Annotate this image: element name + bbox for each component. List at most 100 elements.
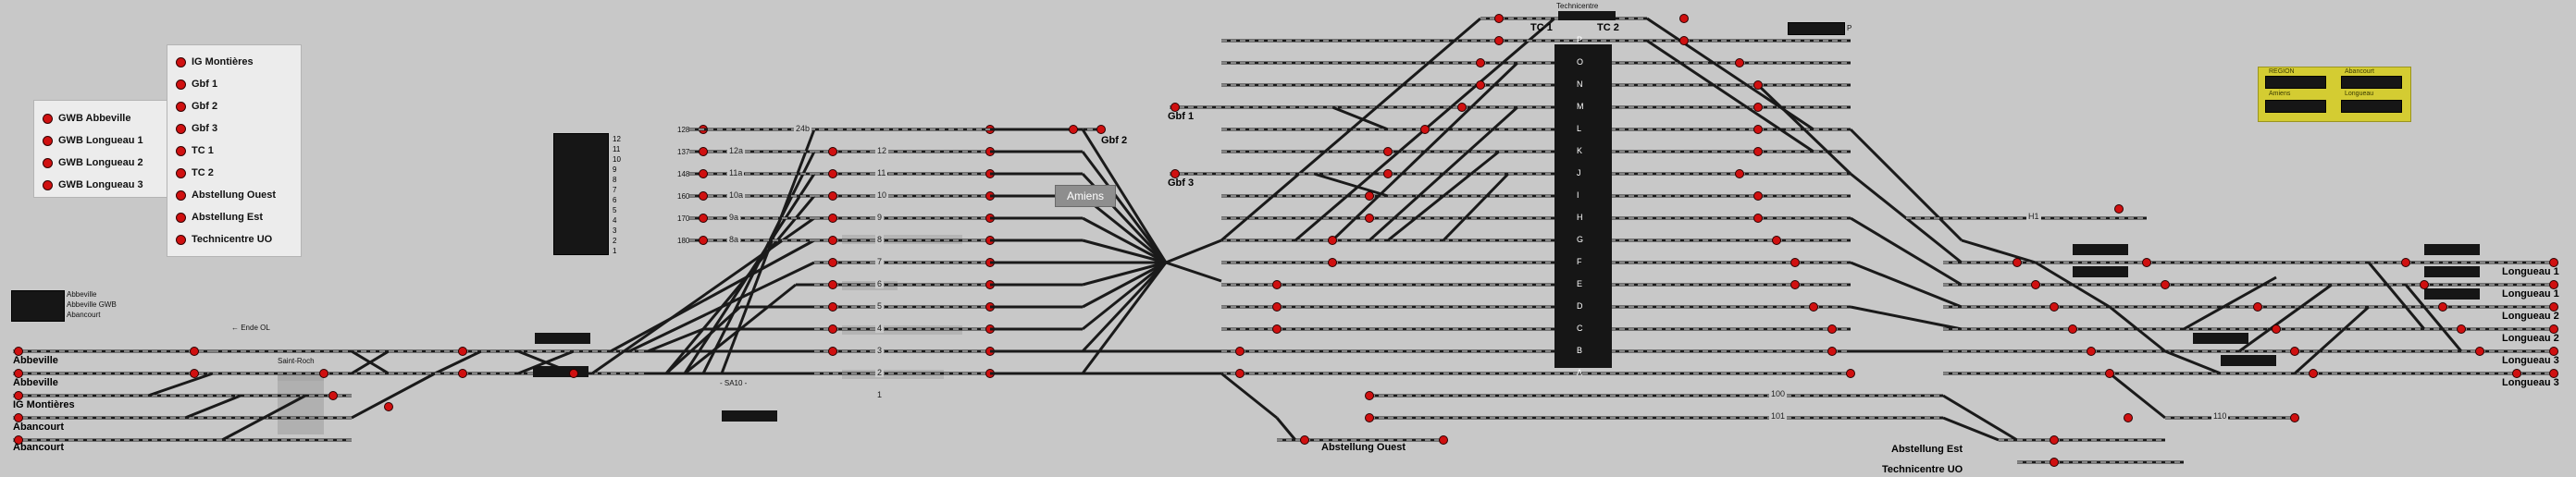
- signal-icon[interactable]: [699, 236, 708, 245]
- signal-icon[interactable]: [828, 258, 837, 267]
- station-name-amiens[interactable]: Amiens: [1055, 185, 1116, 207]
- signal-icon[interactable]: [1383, 169, 1393, 178]
- signal-icon[interactable]: [1494, 14, 1504, 23]
- legend-item-gwb-longueau-3[interactable]: GWB Longueau 3: [43, 177, 143, 193]
- signal-icon[interactable]: [1170, 103, 1180, 112]
- signal-icon[interactable]: [14, 391, 23, 400]
- signal-icon[interactable]: [2549, 369, 2558, 378]
- signal-icon[interactable]: [2124, 413, 2133, 422]
- signal-icon[interactable]: [14, 369, 23, 378]
- signal-icon[interactable]: [1476, 80, 1485, 90]
- signal-icon[interactable]: [2309, 369, 2318, 378]
- signal-icon[interactable]: [1383, 147, 1393, 156]
- signal-icon[interactable]: [2512, 369, 2521, 378]
- signal-icon[interactable]: [1790, 280, 1800, 289]
- signal-icon[interactable]: [2142, 258, 2151, 267]
- signal-icon[interactable]: [1753, 103, 1763, 112]
- signal-icon[interactable]: [14, 413, 23, 422]
- signal-icon[interactable]: [828, 302, 837, 312]
- legend-item-technicentre-uo[interactable]: Technicentre UO: [176, 231, 272, 248]
- signal-icon[interactable]: [1069, 125, 1078, 134]
- region-display-2[interactable]: [2341, 76, 2402, 89]
- signal-icon[interactable]: [828, 324, 837, 334]
- signal-icon[interactable]: [1846, 369, 1855, 378]
- signal-icon[interactable]: [1170, 169, 1180, 178]
- signal-icon[interactable]: [2050, 435, 2059, 445]
- signal-icon[interactable]: [1809, 302, 1818, 312]
- signal-icon[interactable]: [2549, 302, 2558, 312]
- signal-icon[interactable]: [1365, 191, 1374, 201]
- legend-item-gwb-longueau-1[interactable]: GWB Longueau 1: [43, 132, 143, 149]
- signal-icon[interactable]: [1753, 80, 1763, 90]
- signal-icon[interactable]: [2012, 258, 2022, 267]
- signal-icon[interactable]: [1753, 214, 1763, 223]
- signal-icon[interactable]: [2549, 280, 2558, 289]
- signal-icon[interactable]: [2068, 324, 2077, 334]
- signal-icon[interactable]: [14, 435, 23, 445]
- signal-icon[interactable]: [828, 236, 837, 245]
- signal-icon[interactable]: [2420, 280, 2429, 289]
- legend-item-tc-2[interactable]: TC 2: [176, 165, 214, 181]
- legend-item-tc-1[interactable]: TC 1: [176, 142, 214, 159]
- signal-icon[interactable]: [2105, 369, 2114, 378]
- legend-item-abstellung-est[interactable]: Abstellung Est: [176, 209, 263, 226]
- signal-icon[interactable]: [2438, 302, 2447, 312]
- signal-icon[interactable]: [458, 369, 467, 378]
- signal-icon[interactable]: [2290, 347, 2299, 356]
- legend-item-gbf-3[interactable]: Gbf 3: [176, 120, 217, 137]
- signal-icon[interactable]: [699, 147, 708, 156]
- signal-icon[interactable]: [828, 347, 837, 356]
- signal-icon[interactable]: [2114, 204, 2124, 214]
- signal-icon[interactable]: [2549, 324, 2558, 334]
- signal-icon[interactable]: [2161, 280, 2170, 289]
- signal-icon[interactable]: [1365, 214, 1374, 223]
- signal-icon[interactable]: [1735, 58, 1744, 67]
- signal-icon[interactable]: [1365, 413, 1374, 422]
- signal-icon[interactable]: [1439, 435, 1448, 445]
- signal-icon[interactable]: [14, 347, 23, 356]
- legend-item-abstellung-ouest[interactable]: Abstellung Ouest: [176, 187, 276, 203]
- signal-icon[interactable]: [2253, 302, 2262, 312]
- display-p[interactable]: [1788, 22, 1845, 35]
- signal-icon[interactable]: [1420, 125, 1430, 134]
- signal-icon[interactable]: [2031, 280, 2040, 289]
- signal-icon[interactable]: [828, 214, 837, 223]
- signal-icon[interactable]: [1679, 36, 1689, 45]
- signal-icon[interactable]: [1753, 191, 1763, 201]
- signal-icon[interactable]: [2401, 258, 2410, 267]
- signal-icon[interactable]: [1753, 125, 1763, 134]
- signal-icon[interactable]: [828, 191, 837, 201]
- signal-icon[interactable]: [2549, 347, 2558, 356]
- signal-icon[interactable]: [828, 280, 837, 289]
- region-display-3[interactable]: [2265, 100, 2326, 113]
- signal-icon[interactable]: [1735, 169, 1744, 178]
- signal-icon[interactable]: [1328, 236, 1337, 245]
- signal-icon[interactable]: [2050, 458, 2059, 467]
- signal-icon[interactable]: [1790, 258, 1800, 267]
- signal-icon[interactable]: [1272, 280, 1282, 289]
- signal-icon[interactable]: [2457, 324, 2466, 334]
- signal-icon[interactable]: [1753, 147, 1763, 156]
- legend-item-gwb-longueau-2[interactable]: GWB Longueau 2: [43, 154, 143, 171]
- signal-icon[interactable]: [1457, 103, 1467, 112]
- legend-item-ig-montieres[interactable]: IG Montières: [176, 54, 254, 70]
- signal-icon[interactable]: [1235, 347, 1245, 356]
- signal-icon[interactable]: [2272, 324, 2281, 334]
- signal-icon[interactable]: [1272, 324, 1282, 334]
- signal-icon[interactable]: [190, 369, 199, 378]
- signal-icon[interactable]: [1494, 36, 1504, 45]
- signal-icon[interactable]: [828, 147, 837, 156]
- signal-icon[interactable]: [458, 347, 467, 356]
- signal-icon[interactable]: [699, 169, 708, 178]
- signal-icon[interactable]: [1365, 391, 1374, 400]
- region-display-1[interactable]: [2265, 76, 2326, 89]
- signal-icon[interactable]: [828, 169, 837, 178]
- signal-icon[interactable]: [384, 402, 393, 411]
- signal-icon[interactable]: [1827, 324, 1837, 334]
- signal-icon[interactable]: [2475, 347, 2484, 356]
- signal-icon[interactable]: [1328, 258, 1337, 267]
- signal-icon[interactable]: [699, 191, 708, 201]
- legend-item-gwb-abbeville[interactable]: GWB Abbeville: [43, 110, 130, 127]
- signal-icon[interactable]: [1772, 236, 1781, 245]
- signal-icon[interactable]: [2050, 302, 2059, 312]
